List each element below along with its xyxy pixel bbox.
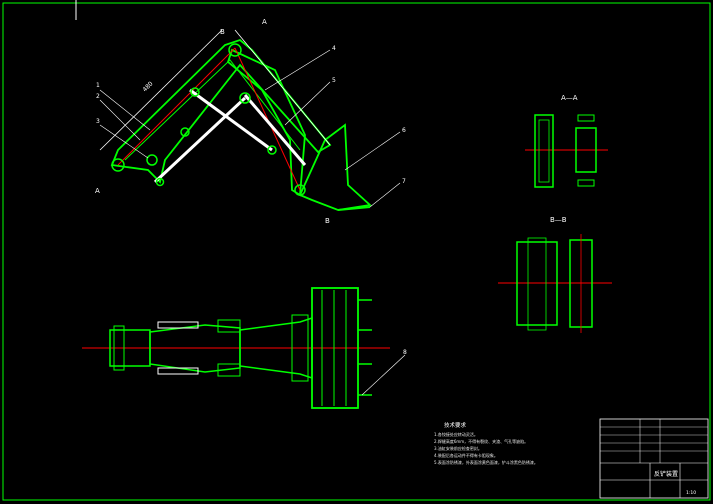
leader-2	[99, 99, 141, 141]
boom-inner	[124, 59, 301, 161]
section-a-bottom: A	[95, 187, 100, 195]
section-aa-pin-2	[577, 179, 595, 187]
plan-cylinder-bottom	[157, 367, 199, 375]
bucket-cylinder	[243, 94, 307, 166]
leader-8	[361, 354, 406, 396]
stick-outline	[226, 48, 306, 197]
pin-base	[155, 177, 165, 187]
part-number-5: 5	[332, 77, 336, 84]
section-aa-left-inner	[538, 119, 550, 183]
title-block-drawing-name: 反铲装置	[654, 470, 678, 478]
notes-title: 技术要求	[444, 421, 467, 429]
plan-joint-top	[217, 319, 241, 333]
leader-3	[99, 124, 149, 159]
note-line-4: 4.装配后各运动件不得有卡阻现象。	[434, 452, 498, 458]
boom-cylinder	[153, 96, 247, 184]
section-bb-title: B—B	[550, 216, 567, 224]
part-number-7: 7	[402, 178, 406, 185]
section-view-bb: B—B	[498, 216, 612, 333]
leader-5	[284, 81, 331, 126]
part-number-6: 6	[402, 127, 406, 134]
technical-notes: 技术要求 1.各铰接处应转动灵活。 2.焊缝高度6mm，不得有裂纹、夹渣、气孔等…	[434, 421, 538, 465]
section-aa-right-part	[575, 127, 597, 173]
bucket-tooth	[337, 206, 371, 211]
leader-4	[264, 49, 331, 91]
section-view-aa: A—A	[525, 94, 608, 188]
section-bb-right-part	[569, 239, 593, 328]
plan-view: 8	[82, 287, 407, 409]
pin-link	[180, 127, 190, 137]
pin-stick-cyl	[239, 92, 251, 104]
dimension-line	[99, 29, 223, 151]
title-block: 反铲装置 1:10	[599, 418, 709, 499]
pin-bucket-cyl	[267, 145, 277, 155]
note-line-2: 2.焊缝高度6mm，不得有裂纹、夹渣、气孔等缺陷。	[434, 438, 528, 444]
side-view: 480 A A B B 1 2 3 4 5 6 7	[95, 18, 406, 225]
boom-centerline	[117, 47, 236, 166]
stick-cylinder	[189, 88, 273, 152]
plan-joint-mid	[291, 314, 309, 382]
plan-bucket	[311, 287, 359, 409]
title-block-frame	[599, 418, 709, 499]
section-b-bottom: B	[325, 217, 330, 225]
pin-boom-foot	[111, 158, 125, 172]
dimension-line-2	[234, 29, 331, 146]
plan-cylinder-top	[157, 321, 199, 329]
plan-joint-bottom	[217, 363, 241, 377]
dimension-text: 480	[141, 80, 154, 93]
note-line-3: 3.油缸安装前应检查密封。	[434, 445, 482, 451]
part-number-3: 3	[96, 118, 100, 125]
section-b-top: B	[220, 28, 225, 36]
part-number-8: 8	[403, 349, 407, 356]
note-line-5: 5.表面涂防锈漆，外表面涂黄色面漆，铲斗涂黑色防锈漆。	[434, 459, 538, 465]
section-aa-pin	[577, 114, 595, 122]
part-number-2: 2	[96, 93, 100, 100]
pin-boom-cyl	[146, 154, 158, 166]
pin-boom-top	[228, 43, 242, 57]
bucket-outline	[298, 123, 372, 211]
pin-bucket	[294, 184, 306, 196]
part-number-4: 4	[332, 45, 336, 52]
leader-6	[344, 131, 401, 171]
plan-boom-foot-inner	[113, 325, 125, 371]
leader-1	[99, 89, 151, 131]
part-number-1: 1	[96, 82, 100, 89]
note-line-1: 1.各铰接处应转动灵活。	[434, 431, 478, 437]
section-a-top: A	[262, 18, 267, 26]
title-block-scale: 1:10	[686, 490, 696, 496]
section-aa-title: A—A	[561, 94, 578, 102]
section-bb-left-part	[516, 241, 558, 326]
leader-7	[369, 182, 401, 208]
pin-mid	[190, 87, 200, 97]
section-aa-left-part	[534, 114, 554, 188]
section-bb-left-inner	[527, 237, 547, 331]
